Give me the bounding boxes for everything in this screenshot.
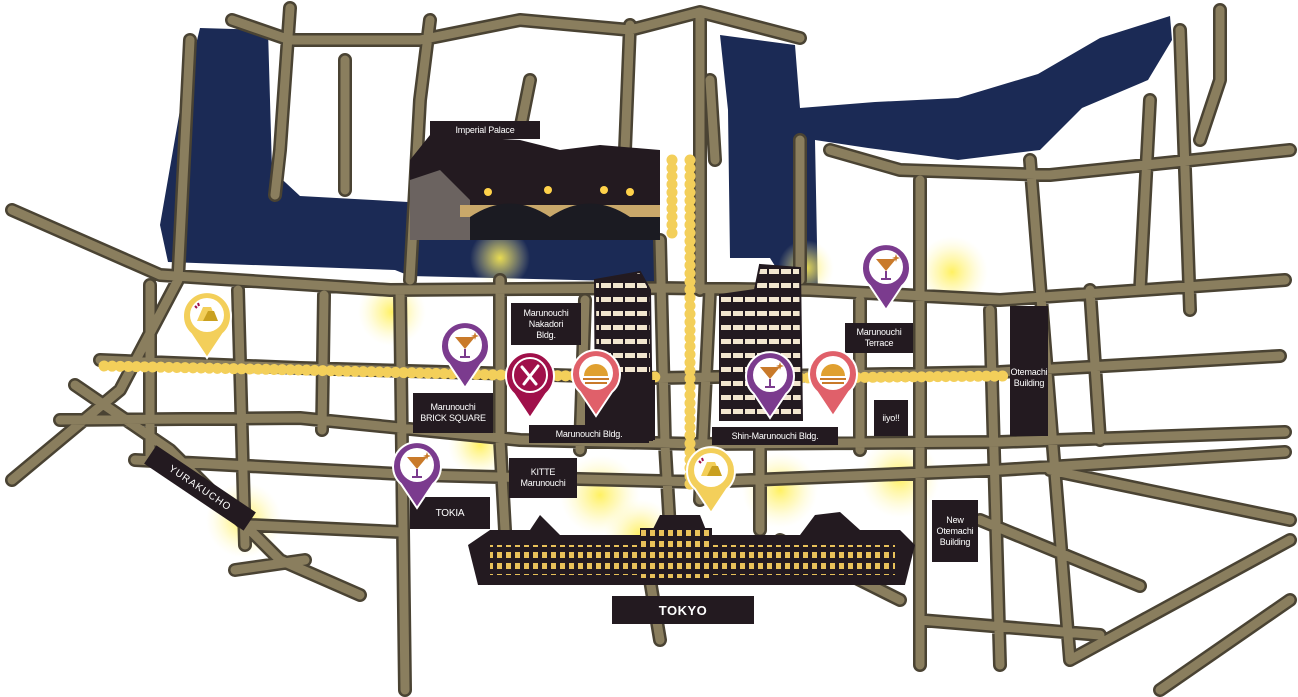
shopping-bag-icon xyxy=(194,302,218,321)
sunrise-icon xyxy=(583,364,609,384)
pin-restaurant-marunouchi[interactable] xyxy=(504,350,556,420)
pin-shop-yurakucho[interactable] xyxy=(181,290,233,360)
pin-shop-tokyo[interactable] xyxy=(685,445,737,515)
label-marunouchi-terrace: Marunouchi Terrace xyxy=(845,323,913,353)
moat-water xyxy=(160,16,1172,296)
cocktail-icon xyxy=(760,362,784,388)
label-iiyo: iiyo!! xyxy=(874,400,908,436)
label-shin-marunouchi-bldg: Shin-Marunouchi Bldg. xyxy=(712,427,838,445)
label-new-otemachi-building: New Otemachi Building xyxy=(932,500,978,562)
pin-bar-tokia[interactable] xyxy=(391,440,443,510)
label-marunouchi-bldg: Marunouchi Bldg. xyxy=(529,425,649,443)
cocktail-icon xyxy=(876,254,900,280)
pin-bar-brick-square[interactable] xyxy=(439,320,491,390)
fork-knife-icon xyxy=(520,364,540,386)
label-imperial-palace: Imperial Palace xyxy=(430,121,540,139)
label-tokia: TOKIA xyxy=(410,497,490,529)
tokyo-station-illustration xyxy=(468,512,915,585)
label-brick-square: Marunouchi BRICK SQUARE xyxy=(413,393,493,433)
label-tokyo-station: TOKYO xyxy=(612,596,754,624)
shopping-bag-icon xyxy=(698,457,722,476)
label-nakadori-bldg: Marunouchi Nakadori Bldg. xyxy=(511,303,581,345)
pin-hotel-marunouchi[interactable] xyxy=(570,348,622,418)
pin-bar-terrace[interactable] xyxy=(860,242,912,312)
label-otemachi-building: Otemachi Building xyxy=(1010,367,1048,388)
pin-hotel-shin-marunouchi[interactable] xyxy=(807,348,859,418)
cocktail-icon xyxy=(407,452,431,478)
label-kitte-marunouchi: KITTE Marunouchi xyxy=(509,458,577,498)
imperial-palace-illustration xyxy=(410,135,660,240)
otemachi-building-block xyxy=(1010,306,1048,436)
sunrise-icon xyxy=(820,364,846,384)
cocktail-icon xyxy=(455,332,479,358)
pin-bar-shin-marunouchi[interactable] xyxy=(744,350,796,420)
